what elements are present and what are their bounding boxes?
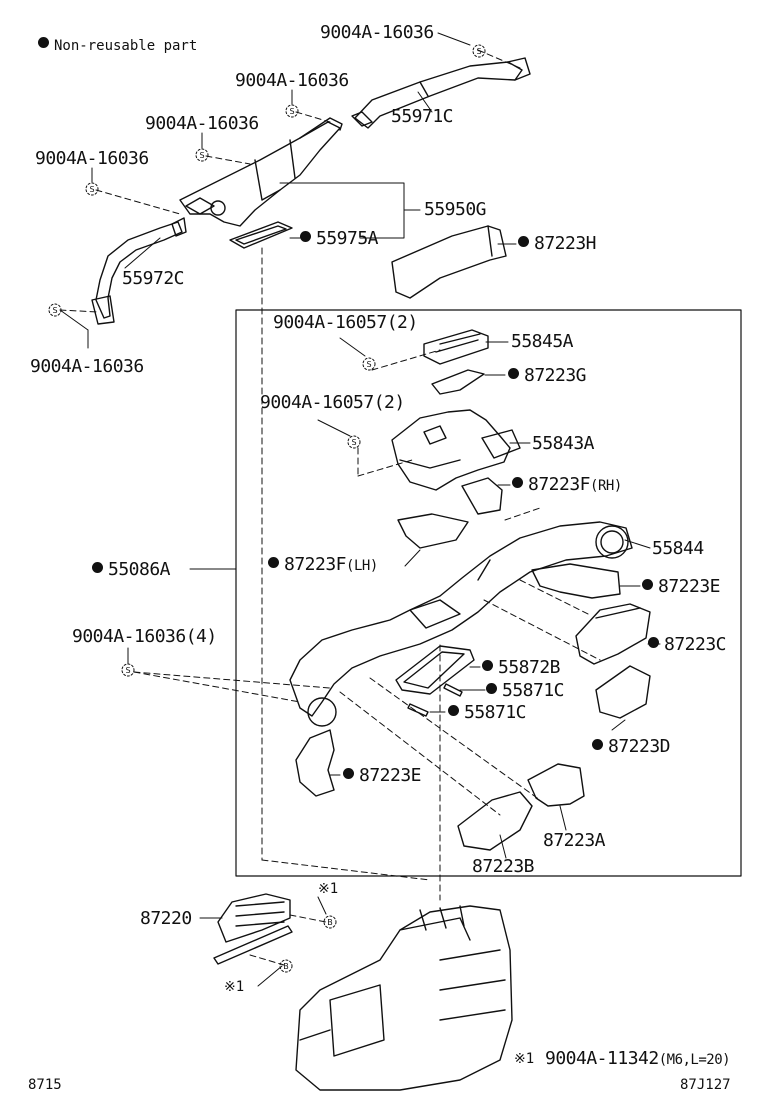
non-reusable-dot-icon (268, 557, 279, 568)
label-9004a-16036-c: 9004A-16036 (145, 113, 259, 134)
bolt-letter: B (327, 918, 333, 927)
label-9004a-16057-a: 9004A-16057(2) (273, 312, 418, 333)
label-9004a-11342: 9004A-11342(M6,L=20) (545, 1048, 731, 1069)
bolt-icon (279, 959, 293, 973)
note-mark-1c: ※1 (514, 1051, 535, 1067)
non-reusable-dot-icon (512, 477, 523, 488)
label-87220: 87220 (140, 908, 192, 929)
label-87223f-lh: 87223F(LH) (268, 556, 378, 574)
label-55971c: 55971C (391, 106, 454, 127)
fastener-letters: S S S S S S S S B B (52, 47, 481, 971)
label-87223a: 87223A (543, 830, 606, 851)
clip-55871c-a-shape (443, 683, 463, 697)
subassembly-frame (235, 309, 742, 877)
clip-55871c-b-shape (407, 703, 429, 717)
label-9004a-16036-4: 9004A-16036(4) (72, 626, 217, 647)
gasket-55975a-shape (229, 221, 293, 249)
seal-87223g-shape (431, 369, 485, 395)
label-87223g: 87223G (508, 367, 587, 385)
register-55845a-shape (423, 329, 489, 365)
label-9004a-16036-b: 9004A-16036 (235, 70, 349, 91)
non-reusable-dot-icon (92, 562, 103, 573)
duct-87223c-shape (575, 603, 651, 665)
screw-letter: S (351, 438, 356, 447)
duct-87223e-upper-shape (531, 563, 621, 599)
main-duct-55086a-shape (289, 521, 633, 727)
label-55086a: 55086A (92, 561, 171, 579)
screw-icon (285, 104, 299, 118)
bolt-letter: B (283, 962, 289, 971)
footer-right-code: 87J127 (680, 1077, 731, 1093)
duct-55971c-shape (351, 57, 531, 129)
duct-55843a-shape (391, 409, 521, 491)
non-reusable-dot-icon (300, 231, 311, 242)
legend: Non-reusable part (38, 37, 197, 53)
note-mark-1b: ※1 (224, 979, 245, 995)
non-reusable-dot-icon (518, 236, 529, 247)
duct-87223b-shape (457, 791, 533, 851)
screw-icon (195, 148, 209, 162)
non-reusable-dot-icon (343, 768, 354, 779)
duct-87223d-shape (595, 665, 651, 719)
cover-87223h-shape (391, 225, 507, 299)
non-reusable-dot-icon (592, 739, 603, 750)
screw-letter: S (199, 151, 204, 160)
screw-icon (85, 182, 99, 196)
non-reusable-dot-icon (642, 579, 653, 590)
non-reusable-dot-icon (648, 637, 659, 648)
gasket-55872b-shape (395, 645, 475, 695)
label-87223d: 87223D (592, 738, 671, 756)
dashed-lines (59, 49, 601, 966)
non-reusable-dot-icon (448, 705, 459, 716)
footer-left-code: 8715 (28, 1077, 62, 1093)
label-87223e-upper: 87223E (642, 578, 721, 596)
duct-87223a-shape (527, 763, 585, 807)
label-87223b: 87223B (472, 856, 535, 877)
label-87223e-lower: 87223E (343, 767, 422, 785)
duct-87223e-lower-shape (295, 729, 335, 797)
screw-letter: S (366, 360, 371, 369)
non-reusable-dot-icon (486, 683, 497, 694)
screw-icon (48, 303, 62, 317)
seal-87223f-lh-shape (397, 513, 469, 549)
label-55871c-a: 55871C (486, 682, 565, 700)
non-reusable-dot-icon (508, 368, 519, 379)
label-55872b: 55872B (482, 659, 561, 677)
label-87223h: 87223H (518, 235, 597, 253)
non-reusable-dot-icon (482, 660, 493, 671)
screw-letter: S (289, 107, 294, 116)
screw-icon (121, 663, 135, 677)
non-reusable-dot-icon (38, 37, 49, 48)
label-55950g: 55950G (424, 199, 487, 220)
screw-letter: S (476, 47, 481, 56)
screw-icon (472, 44, 486, 58)
bolt-icon (323, 915, 337, 929)
note-mark-1a: ※1 (318, 881, 339, 897)
label-55843a: 55843A (532, 433, 595, 454)
label-55871c-b: 55871C (448, 704, 527, 722)
pipe-55972c-shape (91, 217, 187, 325)
fastener-symbols (48, 44, 486, 973)
seal-87223f-rh-shape (461, 477, 503, 515)
label-9004a-16036-d: 9004A-16036 (35, 148, 149, 169)
heater-unit-shape (295, 905, 513, 1091)
label-55845a: 55845A (511, 331, 574, 352)
label-87223c: 87223C (648, 636, 727, 654)
center-duct-55950g-shape (179, 117, 343, 227)
screw-letter: S (125, 666, 130, 675)
label-87223f-rh: 87223F(RH) (512, 476, 622, 494)
label-55844: 55844 (652, 538, 704, 559)
label-55972c: 55972C (122, 268, 185, 289)
label-9004a-16036-e: 9004A-16036 (30, 356, 144, 377)
grille-87220-shape (213, 893, 293, 965)
screw-icon (347, 435, 361, 449)
label-9004a-16057-b: 9004A-16057(2) (260, 392, 405, 413)
screw-letter: S (89, 185, 94, 194)
label-55975a: 55975A (300, 230, 379, 248)
screw-letter: S (52, 306, 57, 315)
screw-icon (362, 357, 376, 371)
label-9004a-16036-a: 9004A-16036 (320, 22, 434, 43)
